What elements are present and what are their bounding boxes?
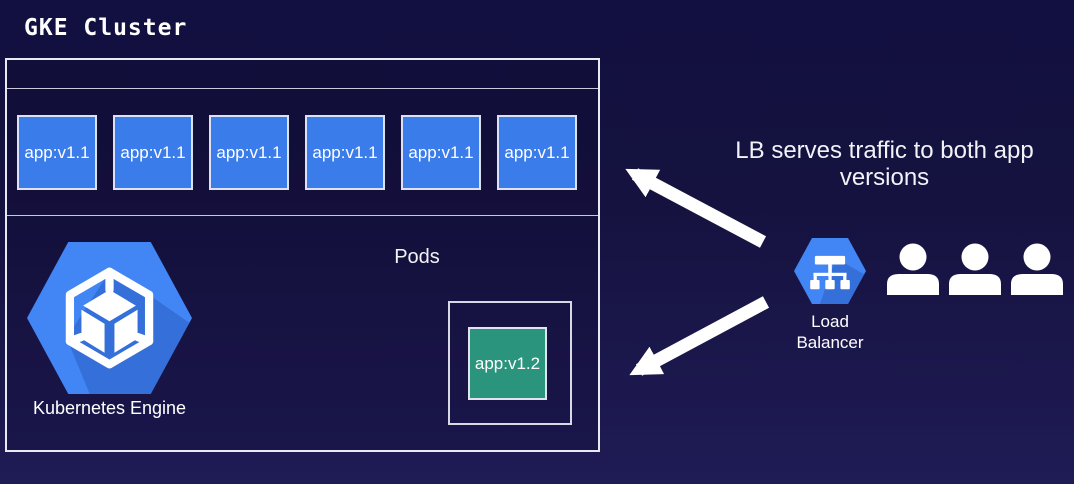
load-balancer-hexagon-icon [794, 238, 866, 304]
pods-row: app:v1.1 app:v1.1 app:v1.1 app:v1.1 app:… [17, 115, 577, 190]
gke-hexagon-cube-icon [27, 242, 192, 394]
cluster-header-divider [7, 88, 598, 89]
canary-pod-container: app:v1.2 [448, 301, 572, 425]
traffic-arrows [625, 168, 770, 376]
kubernetes-engine-label: Kubernetes Engine [32, 398, 187, 418]
user-icon [1011, 243, 1063, 295]
diagram-title: GKE Cluster [24, 15, 188, 41]
load-balancer-label: Load Balancer [796, 312, 864, 352]
traffic-arrow-down [629, 296, 770, 376]
pods-section-divider [7, 215, 598, 216]
gke-cluster-box: app:v1.1 app:v1.1 app:v1.1 app:v1.1 app:… [5, 58, 600, 452]
pod-v12: app:v1.2 [468, 327, 547, 400]
pod-v11: app:v1.1 [305, 115, 385, 190]
lb-annotation-text: LB serves traffic to both app versions [735, 137, 1034, 191]
pod-v11: app:v1.1 [209, 115, 289, 190]
pod-v11: app:v1.1 [401, 115, 481, 190]
pod-v11: app:v1.1 [17, 115, 97, 190]
pods-label: Pods [394, 246, 440, 268]
user-icon [949, 243, 1001, 295]
user-icon [887, 243, 939, 295]
traffic-arrow-up [625, 168, 767, 248]
pod-v11: app:v1.1 [113, 115, 193, 190]
users-group [887, 243, 1063, 295]
pod-v11: app:v1.1 [497, 115, 577, 190]
